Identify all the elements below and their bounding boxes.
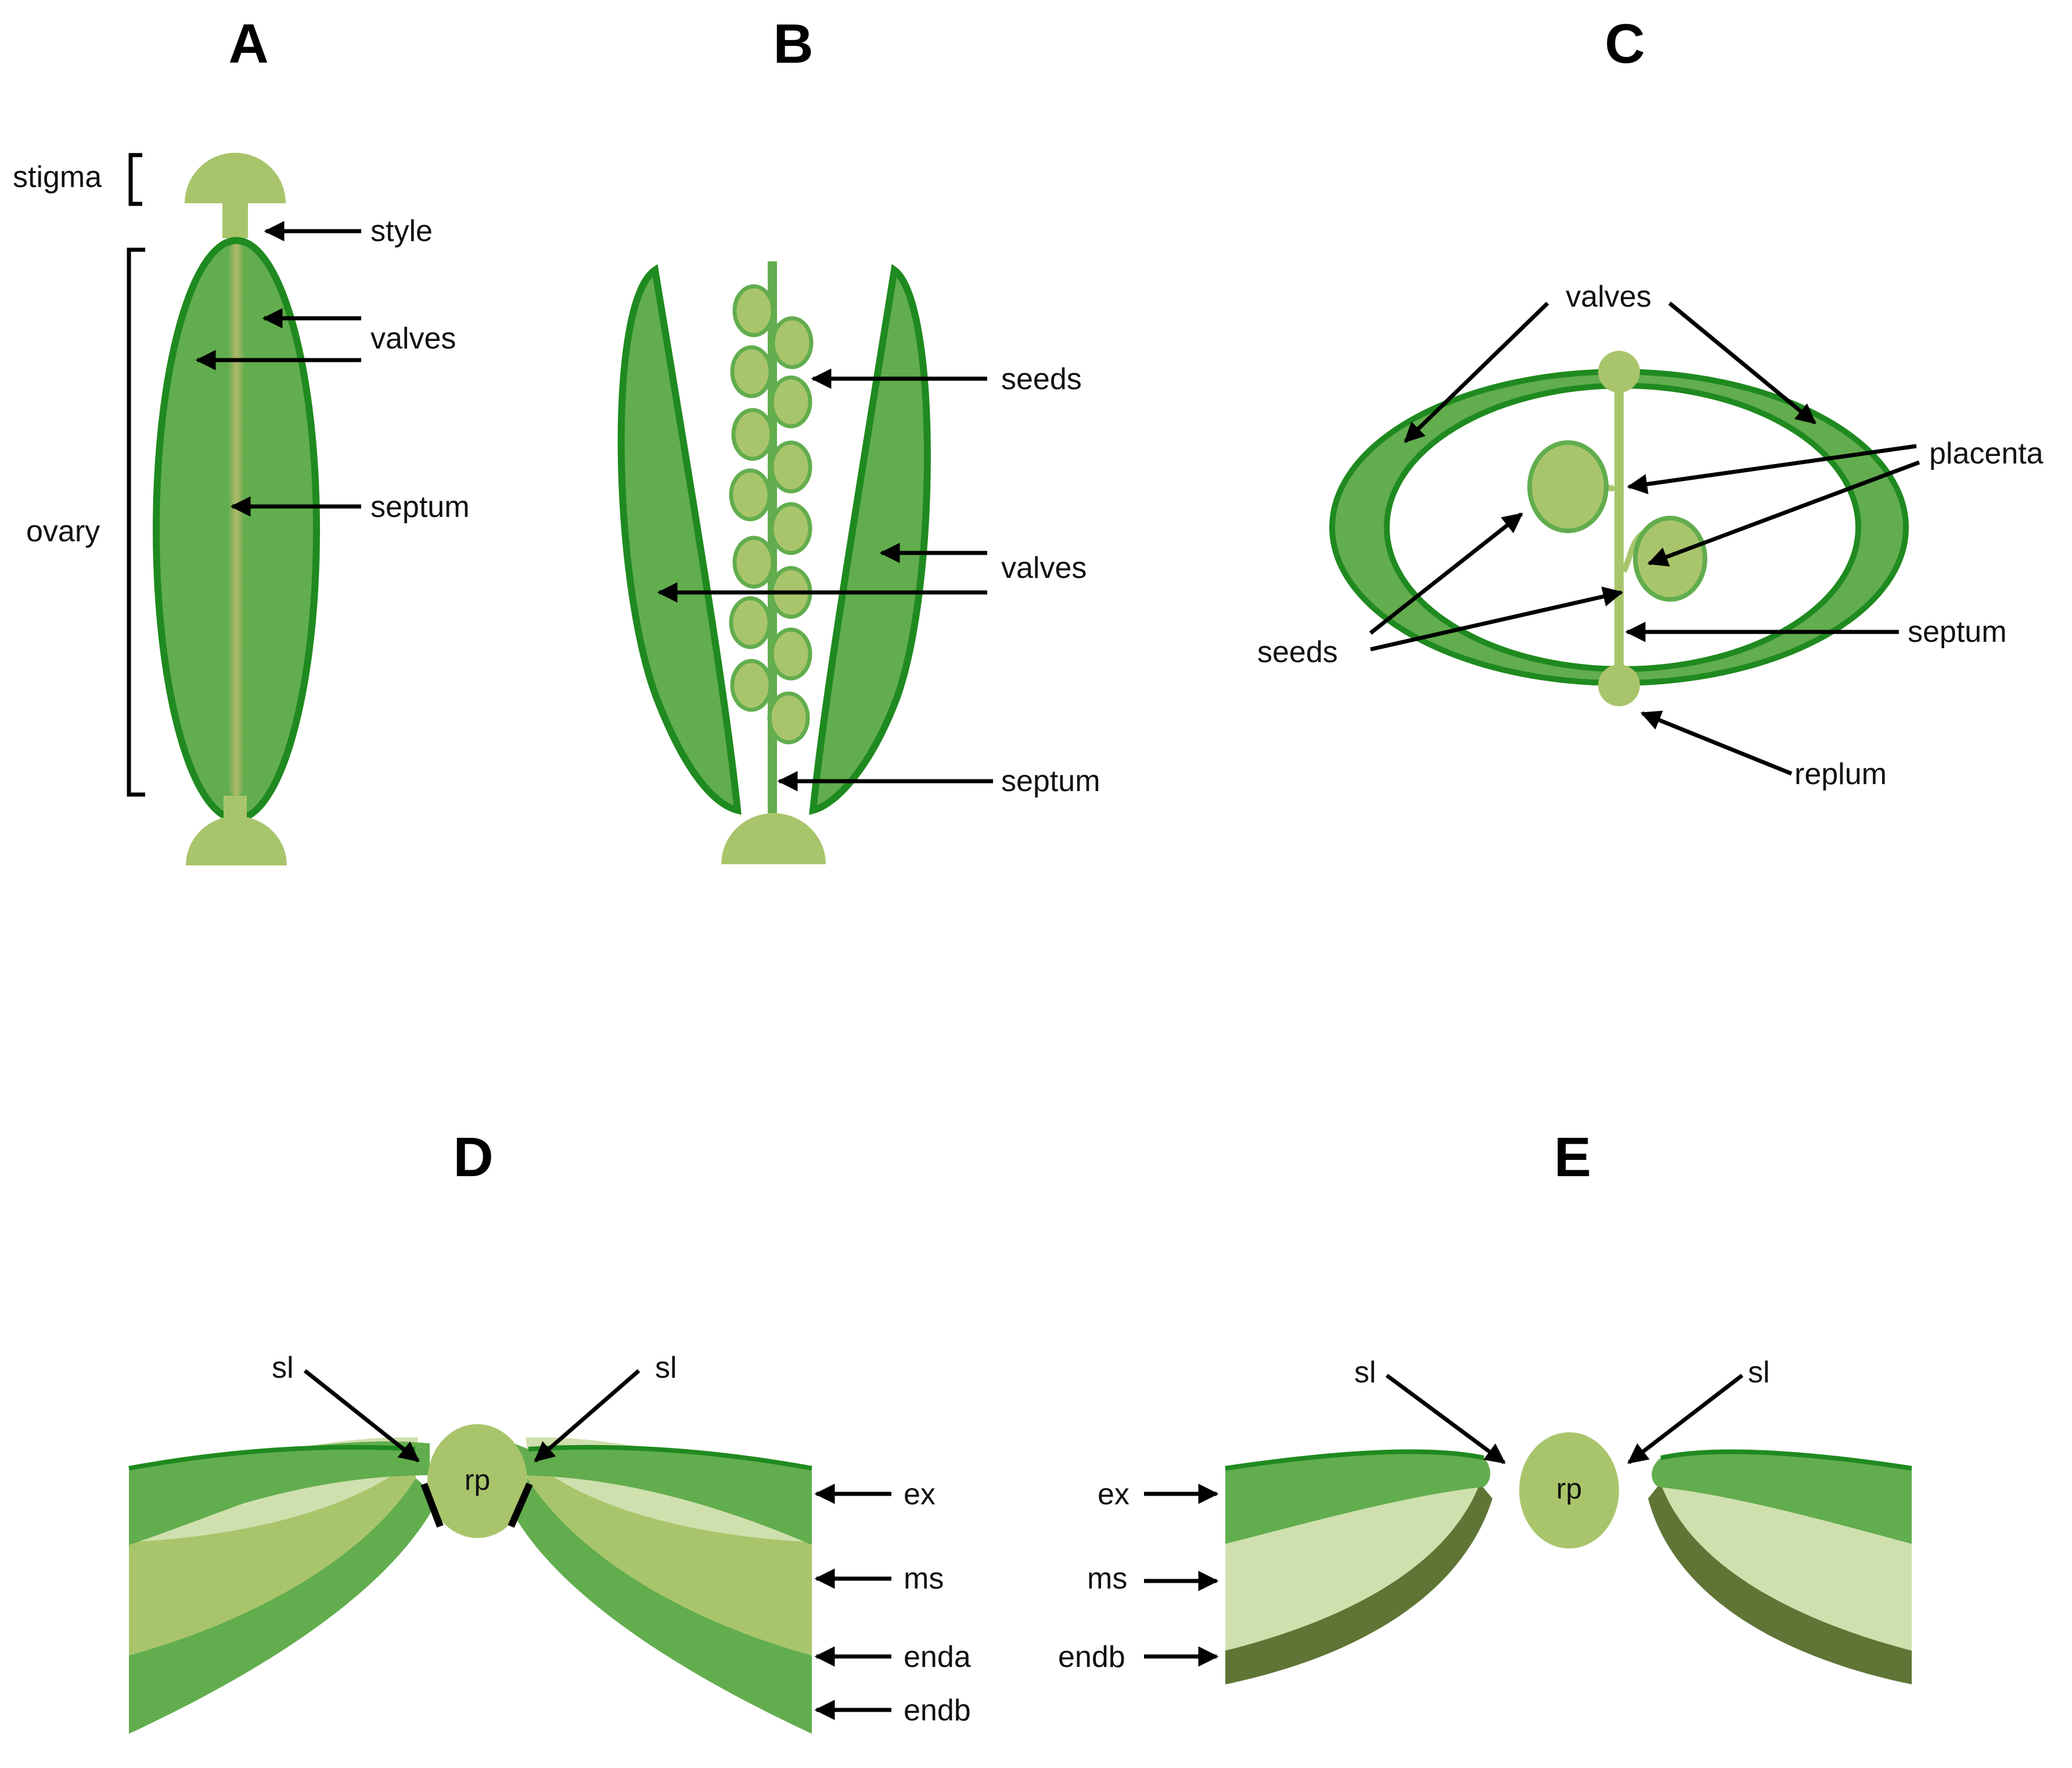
endb-label-d: endb (904, 1694, 971, 1727)
valves-label-b: valves (1001, 551, 1087, 585)
seed (769, 375, 812, 429)
style-label: style (370, 214, 433, 248)
stigma-bracket (128, 153, 142, 206)
septum-label-c: septum (1908, 615, 2007, 649)
seed (729, 468, 772, 522)
right-valve-b (809, 264, 931, 815)
ms-layer-e-right-body (1661, 1478, 1912, 1651)
replum-top (1598, 351, 1640, 393)
endb-layer-e-left (1225, 1481, 1492, 1684)
ex-top-edge-left (128, 1444, 416, 1471)
ex-label-e: ex (1098, 1478, 1129, 1511)
replum-e (1519, 1432, 1619, 1548)
valves-label-a: valves (370, 322, 456, 355)
enda-layer-right (527, 1455, 812, 1655)
replum-arrow (1640, 710, 1793, 776)
replum-d (427, 1424, 527, 1538)
placenta-arrow-1 (1627, 444, 1917, 494)
ms-layer-e-left-body (1225, 1478, 1480, 1651)
ovary-bracket (127, 247, 145, 797)
sl-arrow-d-left (303, 1369, 420, 1462)
seed (732, 284, 775, 337)
seed (769, 502, 812, 555)
panel-letter-d: D (453, 1126, 493, 1188)
panel-letter-b: B (773, 13, 813, 75)
seed-c-1 (1527, 440, 1609, 533)
endb-layer-e-right (1648, 1481, 1912, 1684)
stigma-label: stigma (13, 160, 102, 194)
seeds-arrow-c-2 (1370, 586, 1624, 652)
valves-arrow-c-right (1668, 301, 1816, 425)
ex-top-right (514, 1443, 812, 1545)
seed (769, 627, 812, 681)
valves-arrow-c-left (1404, 301, 1549, 443)
receptacle-shape (186, 816, 287, 865)
septum-label-a: septum (370, 490, 470, 524)
sl-arrow-e-right (1627, 1374, 1744, 1464)
replum-bottom (1598, 664, 1640, 706)
seed (732, 536, 775, 589)
panel-letter-a: A (228, 13, 268, 75)
receptacle-shape-b (721, 813, 826, 864)
enda-label-d: enda (904, 1640, 971, 1674)
stigma-shape (185, 153, 286, 203)
endb-layer-left (129, 1478, 438, 1734)
seeds-label-b: seeds (1001, 362, 1082, 396)
ms-label-d: ms (904, 1562, 944, 1595)
rp-label-e: rp (1556, 1472, 1582, 1505)
style-shape (222, 203, 248, 238)
ex-layer-e-left (1225, 1451, 1491, 1544)
seed (769, 440, 812, 494)
panel-b: seeds valves septum (617, 261, 1100, 864)
ovary-label: ovary (26, 515, 100, 548)
endb-label-e: endb (1058, 1640, 1125, 1674)
seed (729, 596, 772, 649)
sl-arrow-e-left (1385, 1374, 1506, 1464)
seed (771, 316, 814, 369)
seed-c-2 (1633, 516, 1707, 602)
sl-label-d-left: sl (272, 1351, 294, 1385)
rp-label-d: rp (465, 1464, 490, 1496)
seed (767, 691, 810, 745)
ex-layer-e-right (1652, 1451, 1912, 1544)
placenta-label: placenta (1929, 437, 2044, 470)
panel-e: rp sl sl ex ms endb (1058, 1356, 1912, 1684)
panel-letter-c: C (1605, 13, 1645, 75)
septum-label-b: septum (1001, 764, 1100, 798)
valves-label-c: valves (1566, 280, 1651, 314)
septum-shape-c (1614, 372, 1624, 685)
separation-layer-left (420, 1482, 444, 1528)
sl-arrow-d-right (534, 1369, 641, 1462)
placenta-arrow-2 (1647, 460, 1920, 567)
ms-label-e: ms (1087, 1562, 1127, 1595)
seeds-label-c: seeds (1257, 635, 1338, 669)
panel-a: stigma ovary style valves septum (13, 153, 470, 865)
septum-shape-a (228, 244, 244, 796)
ex-top-edge-right (528, 1444, 812, 1471)
ex-top-left (129, 1443, 430, 1545)
replum-label: replum (1794, 757, 1887, 791)
sl-label-e-right: sl (1748, 1356, 1770, 1389)
seed (730, 345, 773, 398)
panel-d: rp sl sl ex ms enda endb (128, 1351, 971, 1734)
panel-c: valves placenta septum seeds replum (1257, 280, 2044, 791)
ex-label-d: ex (904, 1478, 936, 1511)
enda-layer-left (129, 1455, 416, 1655)
left-valve-b (617, 264, 742, 815)
ex-edge-e-left (1225, 1449, 1484, 1471)
seeds-arrow-c-1 (1369, 512, 1523, 635)
seed (730, 659, 773, 712)
endb-layer-right (505, 1478, 812, 1734)
sl-label-d-right: sl (655, 1351, 677, 1385)
seed (731, 408, 774, 461)
panel-letter-e: E (1554, 1126, 1591, 1188)
ex-edge-e-right (1660, 1449, 1912, 1471)
separation-layer-right (508, 1482, 533, 1528)
valve-ring-c (1329, 369, 1909, 686)
sl-label-e-left: sl (1354, 1356, 1376, 1389)
